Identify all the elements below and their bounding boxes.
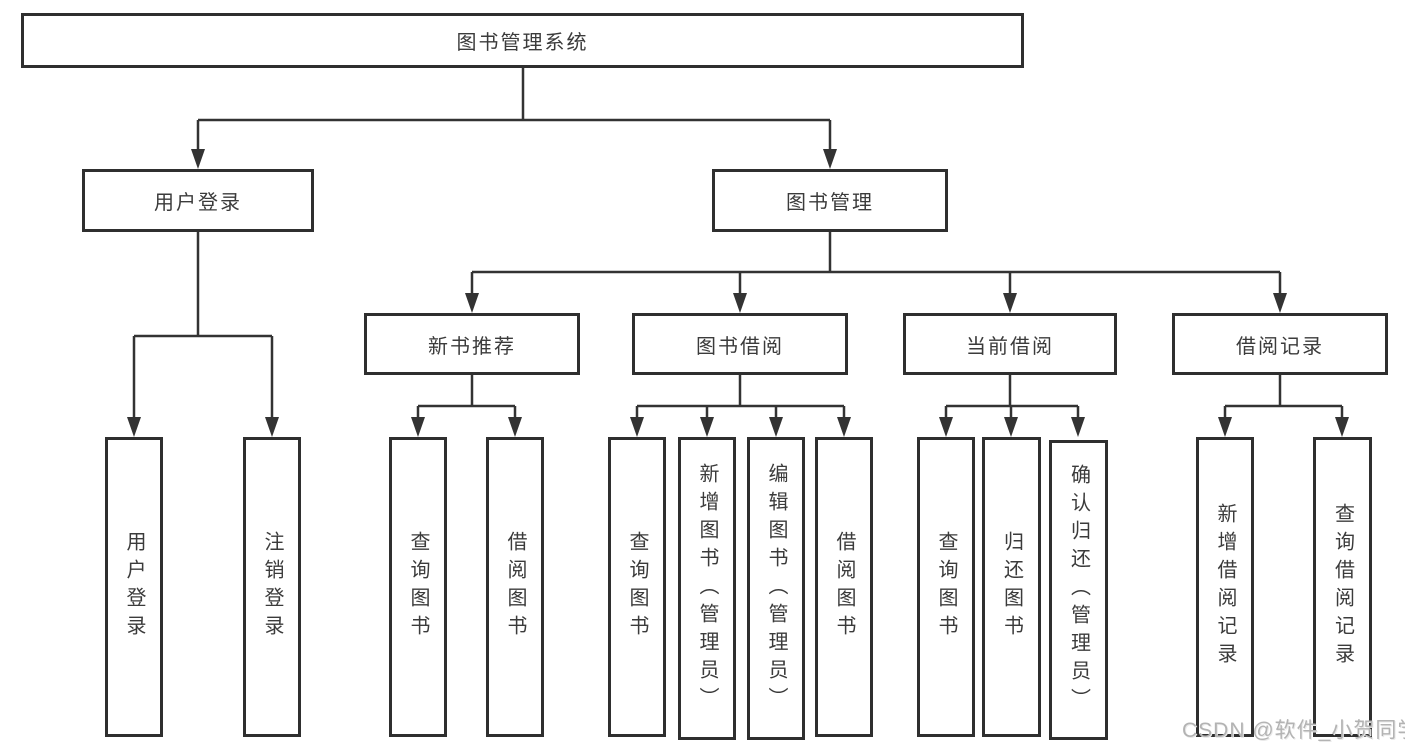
leaf-label: 注销登录 [261,531,283,643]
leaf-confirm-return-admin: 确认归还（管理员） [1049,440,1108,740]
leaf-label: 新增借阅记录 [1214,503,1236,671]
csdn-watermark: CSDN @软件_小贺同学 [1182,719,1405,742]
leaf-return-books: 归还图书 [982,437,1041,737]
leaf-add-books-admin: 新增图书（管理员） [678,437,736,740]
leaf-query-borrowing-record: 查询借阅记录 [1313,437,1372,737]
leaf-borrow-books: 借阅图书 [815,437,873,737]
node-current-borrowing: 当前借阅 [903,313,1117,375]
leaf-label: 归还图书 [1000,531,1023,643]
leaf-edit-books-admin: 编辑图书（管理员） [747,437,805,740]
leaf-label: 借阅图书 [504,531,526,643]
leaf-label: 查询借阅记录 [1331,503,1354,671]
leaf-recommend-query-books: 查询图书 [389,437,447,737]
leaf-add-borrowing-record: 新增借阅记录 [1196,437,1254,737]
node-book-borrowing: 图书借阅 [632,313,848,375]
node-user-login: 用户登录 [82,169,314,232]
node-book-management: 图书管理 [712,169,948,232]
leaf-label: 查询图书 [935,531,957,643]
leaf-label: 新增图书（管理员） [696,462,718,715]
leaf-label: 用户登录 [123,531,145,643]
leaf-user-login: 用户登录 [105,437,163,737]
node-library-management-system: 图书管理系统 [21,13,1024,68]
node-borrowing-records: 借阅记录 [1172,313,1388,375]
leaf-logout: 注销登录 [243,437,301,737]
leaf-borrowing-query-books: 查询图书 [608,437,666,737]
leaf-label: 编辑图书（管理员） [765,462,787,715]
leaf-label: 借阅图书 [833,531,855,643]
leaf-recommend-borrow-books: 借阅图书 [486,437,544,737]
leaf-current-query-books: 查询图书 [917,437,975,737]
leaf-label: 查询图书 [626,531,648,643]
leaf-label: 确认归还（管理员） [1067,464,1090,716]
leaf-label: 查询图书 [407,531,429,643]
node-new-book-recommend: 新书推荐 [364,313,580,375]
